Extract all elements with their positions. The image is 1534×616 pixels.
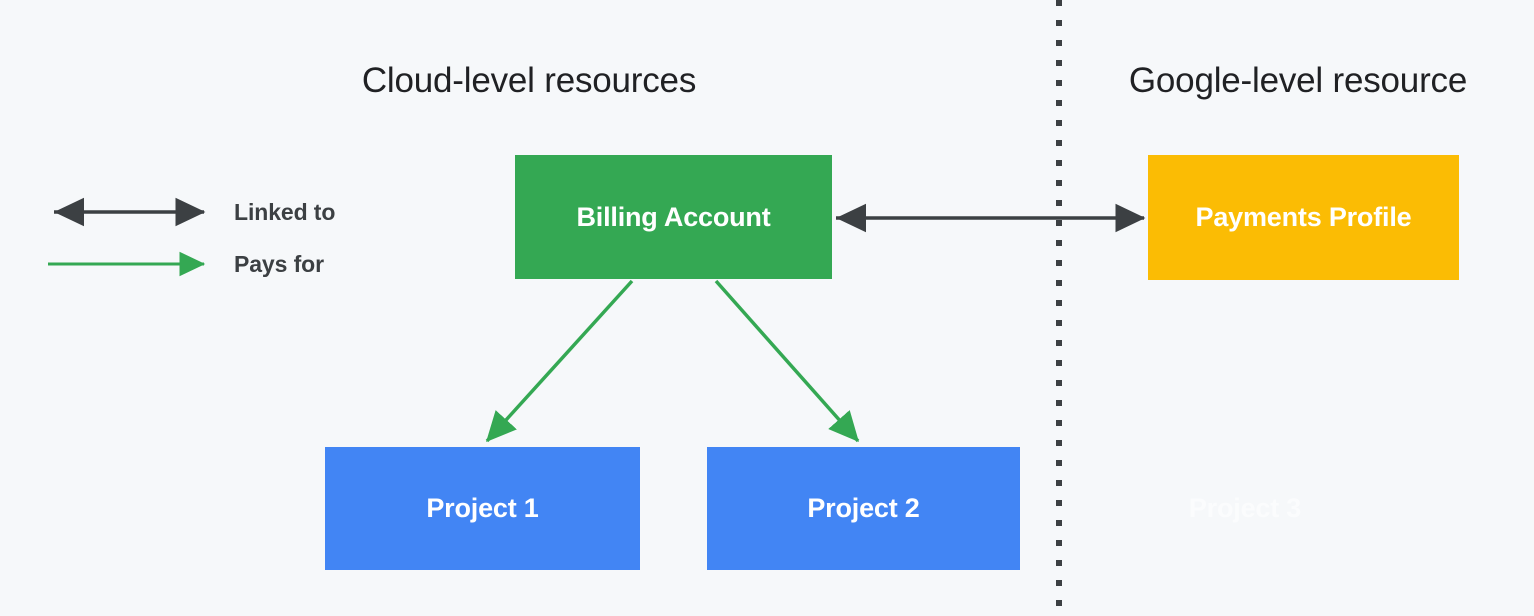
legend-label-pays-for: Pays for: [234, 251, 324, 277]
legend: Linked to Pays for: [44, 186, 444, 290]
dotted-vertical-divider: [1056, 0, 1062, 616]
node-project-2[interactable]: Project 2: [707, 447, 1020, 570]
node-billing-account[interactable]: Billing Account: [515, 155, 832, 279]
double-arrow-icon: [53, 197, 206, 227]
edge-billing-to-project1: [485, 279, 634, 443]
section-title-google-level: Google-level resource: [1128, 61, 1468, 100]
section-title-cloud-level: Cloud-level resources: [361, 61, 697, 100]
legend-item-pays-for: Pays for: [44, 238, 444, 290]
node-project-1[interactable]: Project 1: [325, 447, 640, 570]
edge-billing-to-project2: [714, 279, 860, 443]
legend-label-linked-to: Linked to: [234, 199, 336, 225]
node-project-3[interactable]: Project 3: [1188, 493, 1302, 523]
node-payments-profile[interactable]: Payments Profile: [1148, 155, 1459, 280]
arrow-right-icon: [48, 251, 206, 277]
legend-item-linked-to: Linked to: [44, 186, 444, 238]
